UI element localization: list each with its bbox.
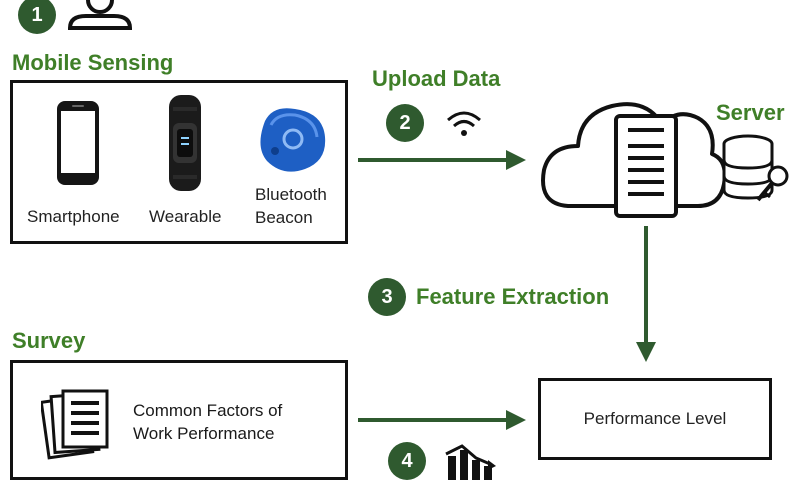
device-label-wearable: Wearable [149,207,222,226]
device-label-smartphone: Smartphone [27,207,120,226]
survey-text-line-2: Work Performance [133,424,275,443]
step-3-badge: 3 [368,278,406,316]
smartphone-icon [55,99,101,192]
feature-extraction-title: Feature Extraction [416,284,610,309]
upload-data-title: Upload Data [372,66,501,91]
server-title: Server [716,100,785,125]
step-1-badge: 1 [18,0,56,34]
bluetooth-beacon-icon [253,103,333,184]
arrow-upload [358,148,528,177]
wearable-band-icon [159,95,211,196]
wifi-icon [444,108,484,143]
arrow-server-to-performance [634,226,658,371]
database-key-icon [718,134,798,213]
documents-icon [39,387,113,468]
cloud-server-icon [538,74,728,229]
survey-text-line-1: Common Factors of [133,401,283,420]
survey-box: Common Factors of Work Performance [10,360,348,480]
performance-level-box: Performance Level [538,378,772,460]
mobile-sensing-box: Smartphone Wearable Bluetooth Beacon [10,80,348,244]
step-2-badge: 2 [386,104,424,142]
mobile-sensing-title: Mobile Sensing [12,50,174,75]
survey-title: Survey [12,328,86,353]
step-4-badge: 4 [388,442,426,480]
performance-level-label: Performance Level [583,409,727,428]
arrow-survey-to-performance [358,408,528,437]
device-label-beacon: Bluetooth Beacon [255,185,327,227]
bar-trend-icon [444,442,496,485]
user-icon [62,0,140,43]
